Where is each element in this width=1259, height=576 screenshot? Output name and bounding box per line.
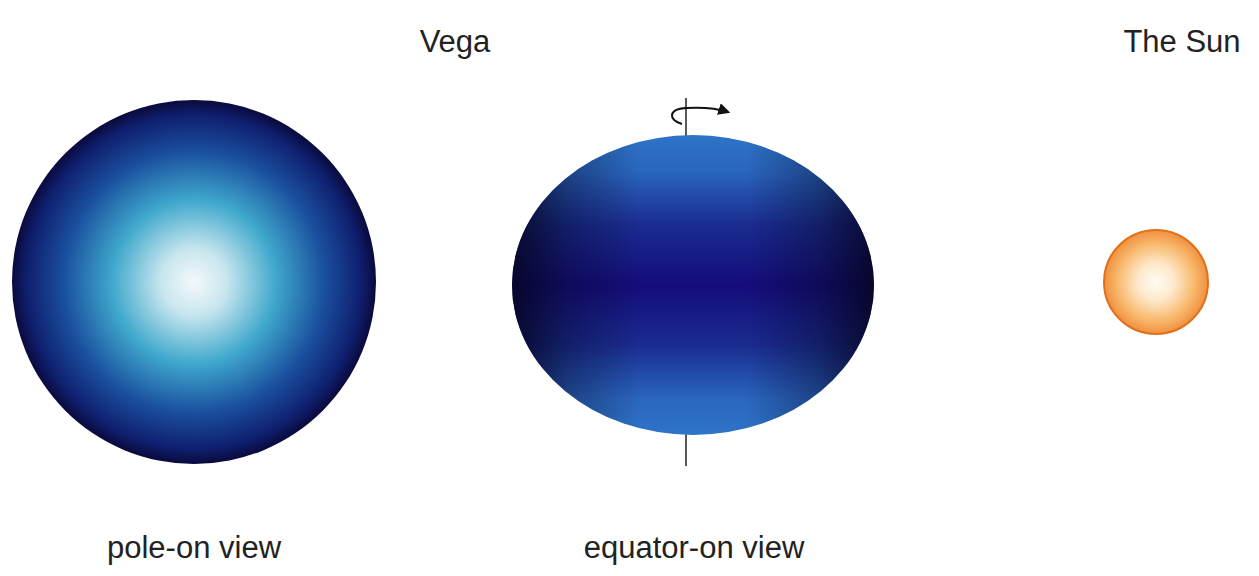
vega-pole-on [12,100,376,464]
rotation-arrow [672,108,728,124]
vega-equator-on [512,135,874,435]
view-caption: equator-on view [584,531,805,565]
view-caption: pole-on view [107,531,281,565]
star-name: Vega [420,25,491,59]
vega-limb-shading [512,135,874,435]
star-name: The Sun [1123,25,1240,59]
sun-disc [1104,230,1208,334]
